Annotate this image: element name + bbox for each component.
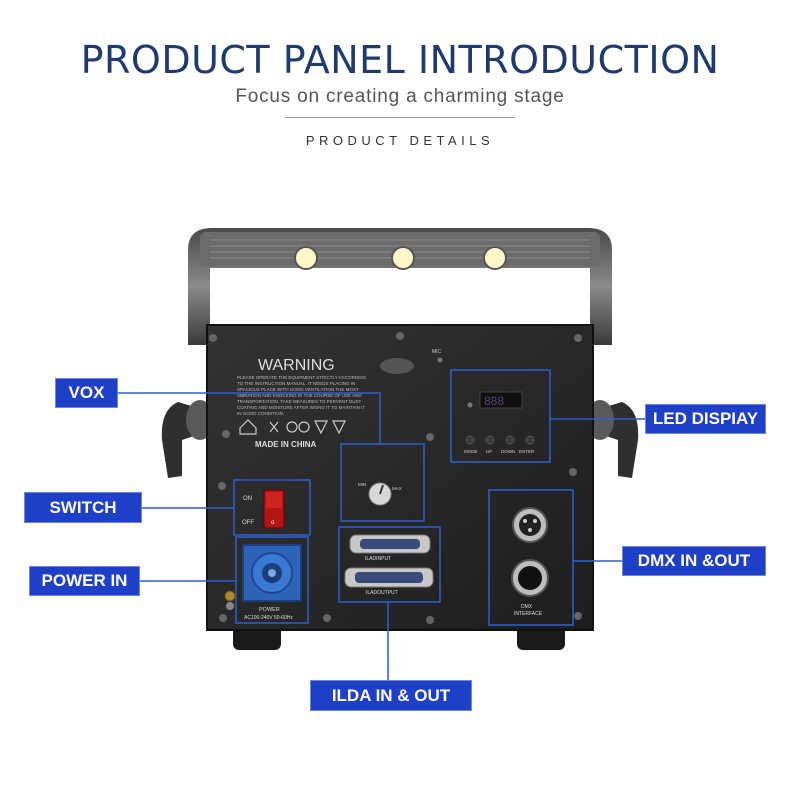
knob-max-label: MAX bbox=[392, 486, 402, 491]
warning-text: PLEASE OPERATE THE EQUIPMENT STRICTLY AC… bbox=[237, 375, 367, 416]
callout-led-display: LED DISPIAY bbox=[645, 404, 766, 434]
mic-label: MIC bbox=[432, 349, 442, 355]
callout-power-in: POWER IN bbox=[29, 566, 140, 596]
ilda-input-label: ILADINPUT bbox=[365, 556, 391, 562]
ilda-output-label: ILADOUTPUT bbox=[366, 590, 398, 596]
callout-dmx: DMX IN &OUT bbox=[622, 546, 766, 576]
knob-min-label: MIN bbox=[358, 482, 366, 487]
power-label: POWER bbox=[259, 607, 280, 613]
svg-text:COATING AND MOISTURE AFTER WSI: COATING AND MOISTURE AFTER WSING IT TO M… bbox=[237, 405, 365, 410]
dmx-port-in bbox=[512, 507, 548, 543]
svg-text:VIBRATION AND KNOCKING IN THE: VIBRATION AND KNOCKING IN THE COURSE OF … bbox=[237, 393, 362, 398]
section-heading: PRODUCT DETAILS bbox=[305, 133, 495, 148]
divider bbox=[285, 117, 515, 118]
panel-screws bbox=[209, 332, 582, 624]
made-in-label: MADE IN CHINA bbox=[255, 440, 317, 449]
svg-text:TO THE INSTRUCTION MANUAL. IT: TO THE INSTRUCTION MANUAL. IT NEEDS PLAC… bbox=[237, 381, 355, 386]
callout-ilda: ILDA IN & OUT bbox=[310, 680, 472, 711]
led-buttons bbox=[465, 435, 535, 445]
leader-lines bbox=[118, 392, 645, 680]
page-title: PRODUCT PANEL INTRODUCTION bbox=[80, 38, 720, 82]
warning-title: WARNING bbox=[258, 357, 335, 374]
callout-vox: VOX bbox=[55, 378, 118, 408]
dmx-port-out bbox=[511, 559, 549, 597]
mic-port bbox=[380, 358, 414, 374]
switch-off-label: OFF bbox=[242, 520, 254, 526]
power-spec: AC100-240V 50-60Hz bbox=[244, 615, 293, 621]
svg-text:PLEASE OPERATE THE EQUIPMENT S: PLEASE OPERATE THE EQUIPMENT STRICTLY AC… bbox=[237, 375, 367, 380]
led-screen bbox=[479, 391, 523, 409]
led-button-labels: MODE UP DOWN ENTER bbox=[464, 449, 535, 454]
svg-text:DOWN: DOWN bbox=[501, 449, 515, 454]
ground-terminal bbox=[224, 590, 236, 610]
svg-text:IN GOOD CONDITION.: IN GOOD CONDITION. bbox=[237, 411, 284, 416]
svg-text:MODE: MODE bbox=[464, 449, 478, 454]
certification-icons bbox=[239, 419, 346, 435]
svg-text:TRANSPORTATION. TAKE MEASURES: TRANSPORTATION. TAKE MEASURES TO PERVENT… bbox=[237, 399, 362, 404]
svg-text:ENTER: ENTER bbox=[519, 449, 535, 454]
highlight-outlines bbox=[233, 369, 574, 626]
svg-text:UP: UP bbox=[486, 449, 492, 454]
svg-text:o: o bbox=[271, 520, 275, 526]
svg-text:SPACIOUS PLACE WITH GOOD VENTI: SPACIOUS PLACE WITH GOOD VENTILATION.THE… bbox=[237, 387, 359, 392]
led-readout: 888 bbox=[484, 394, 504, 408]
handle-lights bbox=[294, 246, 507, 270]
dmx-label: DMX bbox=[521, 604, 533, 610]
switch-on-label: ON bbox=[243, 496, 252, 502]
page-subtitle: Focus on creating a charming stage bbox=[235, 86, 565, 107]
callout-switch: SWITCH bbox=[24, 492, 142, 523]
dmx-interface-label: INTERFACE bbox=[514, 611, 543, 617]
